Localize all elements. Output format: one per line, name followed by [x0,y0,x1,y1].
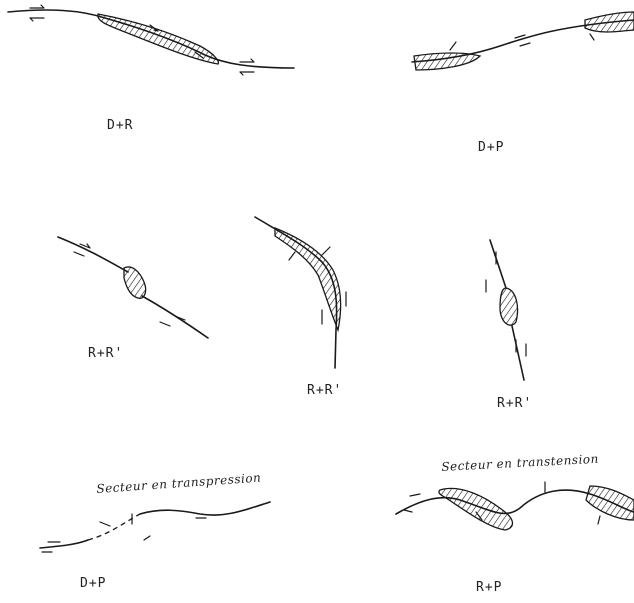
panel-1-fault [8,5,294,75]
panel-1-label: D+R [107,118,133,133]
hatched-zone [124,267,146,298]
panel-6-label: D+P [80,576,106,591]
hatched-zone [586,486,634,520]
panel-4-fault [255,217,346,368]
hatched-zone [585,12,634,32]
hatched-zone [414,53,480,70]
panel-7-label: R+P [476,580,502,595]
panel-3-label: R+R' [88,346,123,361]
panel-5-label: R+R' [497,396,532,411]
hatched-zone [275,228,341,330]
panel-2-fault [412,12,634,70]
hatched-zone [439,488,513,530]
panel-3-fault [58,237,208,338]
panel-5-fault [486,240,526,380]
panel-4-label: R+R' [307,383,342,398]
panel-7-fault [396,482,634,530]
hatched-zone [500,288,518,325]
panel-6-fault [40,502,270,552]
panel-2-label: D+P [478,140,504,155]
